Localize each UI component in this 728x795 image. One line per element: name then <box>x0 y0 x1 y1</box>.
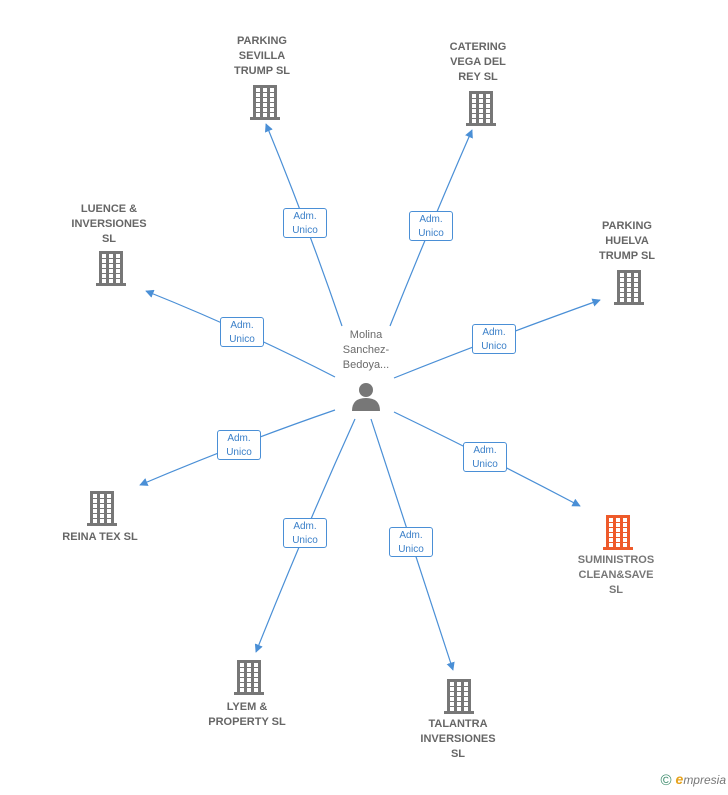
brand-logo-initial: e <box>675 771 684 787</box>
company-label-parking-sevilla[interactable]: PARKING SEVILLA TRUMP SL <box>233 35 291 77</box>
building-icon[interactable] <box>603 515 633 550</box>
company-label-reina-tex[interactable]: REINA TEX SL <box>62 531 138 543</box>
relationship-badge: Adm. Unico <box>283 518 327 548</box>
relationship-badge: Adm. Unico <box>283 208 327 238</box>
center-person-label[interactable]: Molina Sanchez- Bedoya... <box>342 329 390 371</box>
company-label-parking-huelva[interactable]: PARKING HUELVA TRUMP SL <box>598 220 656 262</box>
relationship-badge: Adm. Unico <box>217 430 261 460</box>
company-label-lyem[interactable]: LYEM & PROPERTY SL <box>208 701 286 728</box>
relationship-badge: Adm. Unico <box>463 442 507 472</box>
edges-layer <box>139 123 601 671</box>
building-icon[interactable] <box>87 491 117 526</box>
building-icon[interactable] <box>466 91 496 126</box>
person-icon[interactable] <box>352 383 380 411</box>
building-icon[interactable] <box>614 270 644 305</box>
company-label-catering-vega[interactable]: CATERING VEGA DEL REY SL <box>449 41 507 83</box>
building-icon[interactable] <box>96 251 126 286</box>
building-icon[interactable] <box>250 85 280 120</box>
brand-logo-text: mpresia <box>683 773 726 787</box>
relationship-badge: Adm. Unico <box>472 324 516 354</box>
relationship-badge: Adm. Unico <box>220 317 264 347</box>
company-label-suministros[interactable]: SUMINISTROS CLEAN&SAVE SL <box>577 554 655 596</box>
icons-layer <box>87 85 644 714</box>
copyright-icon: © <box>660 772 672 789</box>
building-icon[interactable] <box>234 660 264 695</box>
relationship-badge: Adm. Unico <box>409 211 453 241</box>
relationship-badge: Adm. Unico <box>389 527 433 557</box>
company-label-luence[interactable]: LUENCE & INVERSIONES SL <box>71 203 147 245</box>
footer-brand[interactable]: ©empresia <box>660 771 726 789</box>
company-label-talantra[interactable]: TALANTRA INVERSIONES SL <box>420 718 496 760</box>
building-icon[interactable] <box>444 679 474 714</box>
